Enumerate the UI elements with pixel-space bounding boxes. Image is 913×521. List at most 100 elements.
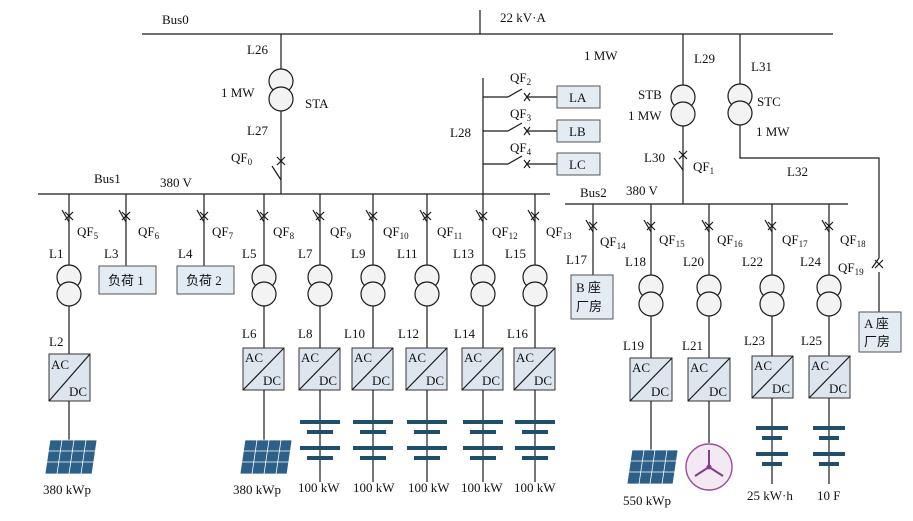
qf8-label: QF8 (273, 224, 295, 241)
qf7-label: QF7 (212, 224, 234, 241)
label-l5: L5 (242, 246, 256, 261)
solar-panel-icon (239, 439, 293, 475)
transformer-icon (56, 281, 82, 307)
stb-top-rating-label: 1 MW (584, 48, 618, 63)
label-l14: L14 (454, 326, 475, 341)
label-l23: L23 (744, 333, 765, 348)
qf0-breaker-icon (271, 165, 282, 181)
bus0-label: Bus0 (162, 12, 189, 27)
transformer-icon (251, 281, 277, 307)
sta-label: STA (305, 96, 329, 111)
converter-dc-label: DC (69, 384, 87, 399)
label-l28: L28 (450, 125, 471, 140)
qf5-breaker-icon (61, 209, 70, 223)
label-l9: L9 (351, 246, 365, 261)
label-l22: L22 (742, 254, 763, 269)
qf18-label: QF18 (840, 232, 866, 249)
solar-panel-icon (44, 439, 98, 475)
label-l20: L20 (683, 254, 704, 269)
converter-ac-label: AC (408, 350, 426, 365)
load-lc (556, 152, 601, 176)
label-l29: L29 (694, 51, 715, 66)
qf0-breaker-icon (276, 156, 286, 166)
pv2-rating: 380 kWp (233, 482, 281, 497)
stc-rating-label: 1 MW (756, 124, 790, 139)
converter-dc-label: DC (829, 381, 847, 396)
converter-ac-label: AC (690, 360, 708, 375)
load-b-plant (570, 274, 614, 320)
load-la-label: LA (569, 90, 587, 105)
load-la (556, 85, 601, 109)
converter-dc-label: DC (534, 373, 552, 388)
label-l6: L6 (242, 326, 257, 341)
converter-ac-label: AC (754, 358, 772, 373)
bus2-feeder-transformers (638, 232, 842, 358)
ess1-rating: 100 kW (298, 480, 340, 495)
label-l11: L11 (397, 246, 417, 261)
a-plant-label-2: 厂房 (864, 334, 890, 349)
b-plant-label-1: B 座 (576, 280, 601, 295)
transformer-icon (816, 291, 842, 317)
sta-transformer-icon (268, 86, 294, 112)
pv1-rating: 380 kWp (43, 482, 91, 497)
bus2-voltage-label: 380 V (626, 183, 659, 198)
label-l27: L27 (247, 123, 268, 138)
b-plant-label-2: 厂房 (576, 299, 602, 314)
converter-ac-label: AC (51, 357, 69, 372)
sta-rating-label: 1 MW (221, 85, 255, 100)
qf6-label: QF6 (138, 224, 160, 241)
label-l30: L30 (644, 150, 665, 165)
label-l1: L1 (49, 246, 63, 261)
qf11-label: QF11 (437, 224, 462, 241)
transformer-icon (638, 291, 664, 317)
converter-dc-label: DC (372, 373, 390, 388)
converter-dc-label: DC (482, 373, 500, 388)
label-l4: L4 (178, 246, 193, 261)
converter-dc-label: DC (263, 373, 281, 388)
qf4-breaker-icon (507, 155, 523, 165)
label-l2: L2 (49, 334, 63, 349)
qf1-breaker-icon (673, 157, 684, 171)
transformer-icon (696, 291, 722, 317)
converter-ac-label: AC (354, 350, 372, 365)
bus2-breakers (585, 204, 834, 233)
qf10-label: QF10 (383, 224, 409, 241)
transformer-icon (414, 281, 440, 307)
converter-ac-label: AC (811, 358, 829, 373)
battery-rating: 25 kW·h (747, 488, 793, 503)
converter-ac-label: AC (632, 360, 650, 375)
load-lc-label: LC (569, 157, 586, 172)
stb-rating-label: 1 MW (628, 108, 662, 123)
converter-ac-label: AC (516, 350, 534, 365)
line-l32 (739, 125, 880, 258)
qf13-label: QF13 (546, 224, 572, 241)
label-l8: L8 (298, 326, 312, 341)
supercap-rating: 10 F (817, 488, 840, 503)
ess2-rating: 100 kW (353, 480, 395, 495)
qf19-breaker-icon (874, 259, 884, 269)
converter-dc-label: DC (651, 384, 669, 399)
label-l13: L13 (453, 246, 474, 261)
stb-transformer-icon (670, 101, 696, 127)
load-lb (556, 119, 601, 143)
load-1-label: 负荷 1 (108, 273, 144, 288)
qf2-breaker-icon (507, 88, 523, 98)
stc-transformer-icon (727, 100, 753, 126)
qf16-label: QF16 (717, 232, 743, 249)
converter-ac-label: AC (301, 350, 319, 365)
label-l21: L21 (682, 338, 703, 353)
converter-dc-label: DC (772, 381, 790, 396)
label-l32: L32 (787, 164, 808, 179)
transformer-icon (759, 291, 785, 317)
bus1-breakers (61, 194, 540, 223)
stc-label: STC (757, 94, 781, 109)
bus1-converters (48, 347, 556, 402)
qf19-breaker-icon (871, 257, 880, 269)
qf2-label: QF2 (510, 70, 531, 87)
ess5-rating: 100 kW (514, 480, 556, 495)
converter-ac-label: AC (245, 350, 263, 365)
qf17-label: QF17 (782, 232, 808, 249)
qf0-label: QF0 (231, 150, 253, 167)
